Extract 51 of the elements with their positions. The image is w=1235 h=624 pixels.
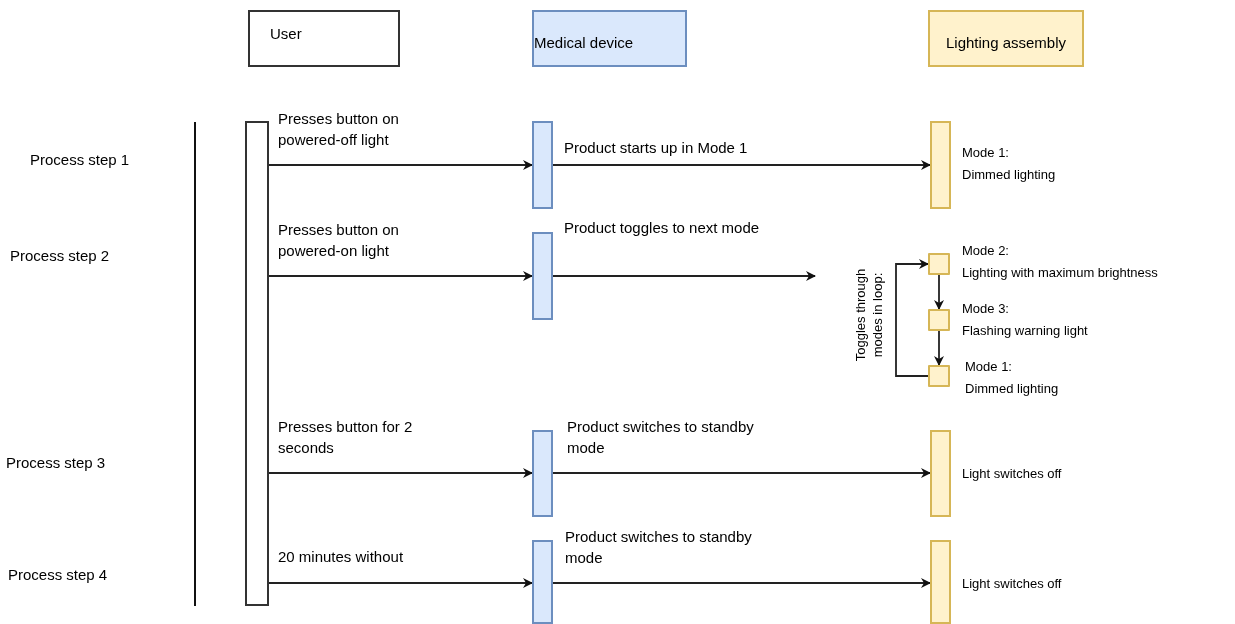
activation-bar <box>532 540 553 624</box>
mode-description: Mode 1: <box>962 144 1010 162</box>
mode-description: Light switches off <box>962 575 1063 593</box>
edge-label: Presses button on powered-on light <box>278 220 400 261</box>
mode-description: Flashing warning light <box>962 322 1089 340</box>
step-label: Process step 3 <box>6 453 106 473</box>
state-box <box>928 309 950 331</box>
arrow <box>268 468 533 478</box>
edge-label: Product toggles to next mode <box>564 218 761 238</box>
activation-bar <box>532 430 553 517</box>
activation-bar <box>930 540 951 624</box>
edge-label: Toggles through modes in loop: <box>852 267 886 364</box>
activation-bar <box>532 121 553 209</box>
mode-description: Dimmed lighting <box>962 166 1057 184</box>
activation-bar <box>532 232 553 320</box>
mode-description: Dimmed lighting <box>965 380 1060 398</box>
edge-label: Product switches to standby mode <box>565 527 753 568</box>
arrow <box>552 271 816 281</box>
arrow <box>934 330 944 366</box>
lifeline-header <box>248 10 400 67</box>
mode-description: Mode 3: <box>962 300 1010 318</box>
arrow <box>268 160 533 170</box>
lifeline-title: Lighting assembly <box>945 33 1067 52</box>
step-label: Process step 4 <box>8 565 108 585</box>
arrow <box>268 271 533 281</box>
lifeline-header <box>928 10 1084 67</box>
arrow <box>268 578 533 588</box>
edge-label: Product starts up in Mode 1 <box>564 138 749 158</box>
mode-description: Mode 1: <box>965 358 1013 376</box>
edge-label: Presses button on powered-off light <box>278 109 400 150</box>
mode-description: Lighting with maximum brightness <box>962 264 1159 282</box>
activation-bar <box>245 121 269 606</box>
lifeline-header <box>532 10 687 67</box>
arrow <box>934 274 944 310</box>
state-box <box>928 253 950 275</box>
state-box <box>928 365 950 387</box>
mode-description: Light switches off <box>962 465 1063 483</box>
step-label: Process step 1 <box>30 150 130 170</box>
mode-description: Mode 2: <box>962 242 1010 260</box>
activation-bar <box>930 430 951 517</box>
lifeline-title: User <box>270 24 302 43</box>
edge-label: Presses button for 2 seconds <box>278 417 414 458</box>
edge-label: 20 minutes without <box>278 547 405 567</box>
arrow <box>552 578 931 588</box>
arrow <box>895 259 929 377</box>
edge-label: Product switches to standby mode <box>567 417 755 458</box>
arrow <box>552 160 931 170</box>
activation-bar <box>930 121 951 209</box>
step-label: Process step 2 <box>10 246 110 266</box>
lifeline-title: Medical device <box>534 33 634 52</box>
arrow <box>552 468 931 478</box>
